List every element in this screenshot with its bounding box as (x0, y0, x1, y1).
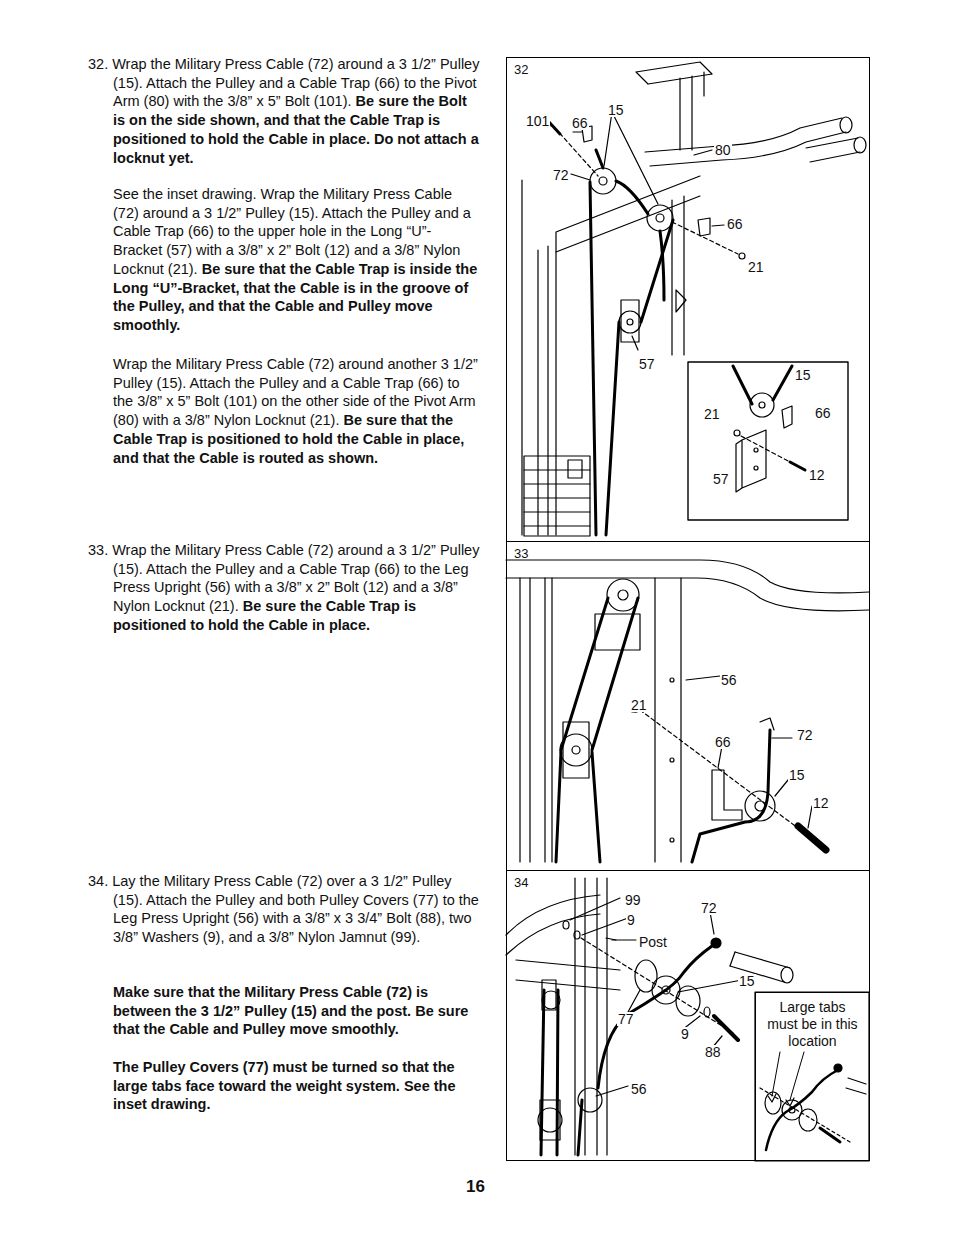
callout-number: 12 (812, 796, 830, 810)
step-32-drawing (522, 62, 866, 536)
step-34-inset-drawing (760, 1052, 866, 1150)
panel-number: 32 (507, 58, 528, 76)
callout-number: 66 (814, 406, 832, 420)
step-33-drawing (506, 560, 869, 862)
inset-note: Large tabs must be in this location (756, 993, 869, 1050)
callout-number: 66 (726, 217, 744, 231)
instruction-paragraph: Wrap the Military Press Cable (72) aroun… (113, 355, 480, 467)
callout-number: 99 (624, 893, 642, 907)
instruction-paragraph: 33. Wrap the Military Press Cable (72) a… (88, 541, 480, 635)
callout-number: 72 (700, 901, 718, 915)
instruction-paragraph: 32. Wrap the Military Press Cable (72) a… (88, 55, 480, 167)
panel-number: 33 (507, 542, 528, 560)
callout-number: 12 (808, 468, 826, 482)
caution-text: The Pulley Covers (77) must be turned so… (113, 1059, 455, 1112)
step-32-inset-drawing (733, 366, 805, 492)
callout-number: 56 (720, 673, 738, 687)
inset-box: Large tabs must be in this location (755, 992, 870, 1161)
callout-number: 9 (626, 913, 636, 927)
callout-number: 15 (738, 974, 756, 988)
callout-number: 88 (704, 1045, 722, 1059)
instruction-text: 34. Lay the Military Press Cable (72) ov… (88, 873, 479, 945)
callout-number: 57 (712, 472, 730, 486)
callout-number: 80 (714, 143, 732, 157)
callout-number: 9 (680, 1027, 690, 1041)
figure-panel: 34Large tabs must be in this location (506, 870, 870, 1161)
callout-number: 77 (617, 1012, 635, 1026)
panel-number: 34 (507, 871, 528, 889)
caution-text: Make sure that the Military Press Cable … (113, 984, 468, 1037)
page-number: 16 (466, 1178, 485, 1195)
figure-panel: 33 (506, 541, 870, 871)
instruction-paragraph: 34. Lay the Military Press Cable (72) ov… (88, 872, 480, 947)
callout-number: 66 (714, 735, 732, 749)
callout-number: 57 (638, 357, 656, 371)
instruction-paragraph: See the inset drawing. Wrap the Military… (113, 185, 480, 335)
callout-number: Post (638, 935, 668, 949)
callout-number: 101 (525, 114, 550, 128)
callout-number: 72 (796, 728, 814, 742)
instruction-paragraph: The Pulley Covers (77) must be turned so… (113, 1058, 480, 1114)
step-34-drawing (506, 878, 793, 1155)
callout-number: 21 (630, 698, 648, 712)
callout-number: 21 (747, 260, 765, 274)
callout-number: 15 (788, 768, 806, 782)
callout-number: 15 (794, 368, 812, 382)
callout-number: 56 (630, 1082, 648, 1096)
callout-number: 21 (703, 407, 721, 421)
callout-number: 72 (552, 168, 570, 182)
callout-number: 15 (607, 103, 625, 117)
callout-number: 66 (571, 116, 589, 130)
instruction-paragraph: Make sure that the Military Press Cable … (113, 983, 480, 1039)
